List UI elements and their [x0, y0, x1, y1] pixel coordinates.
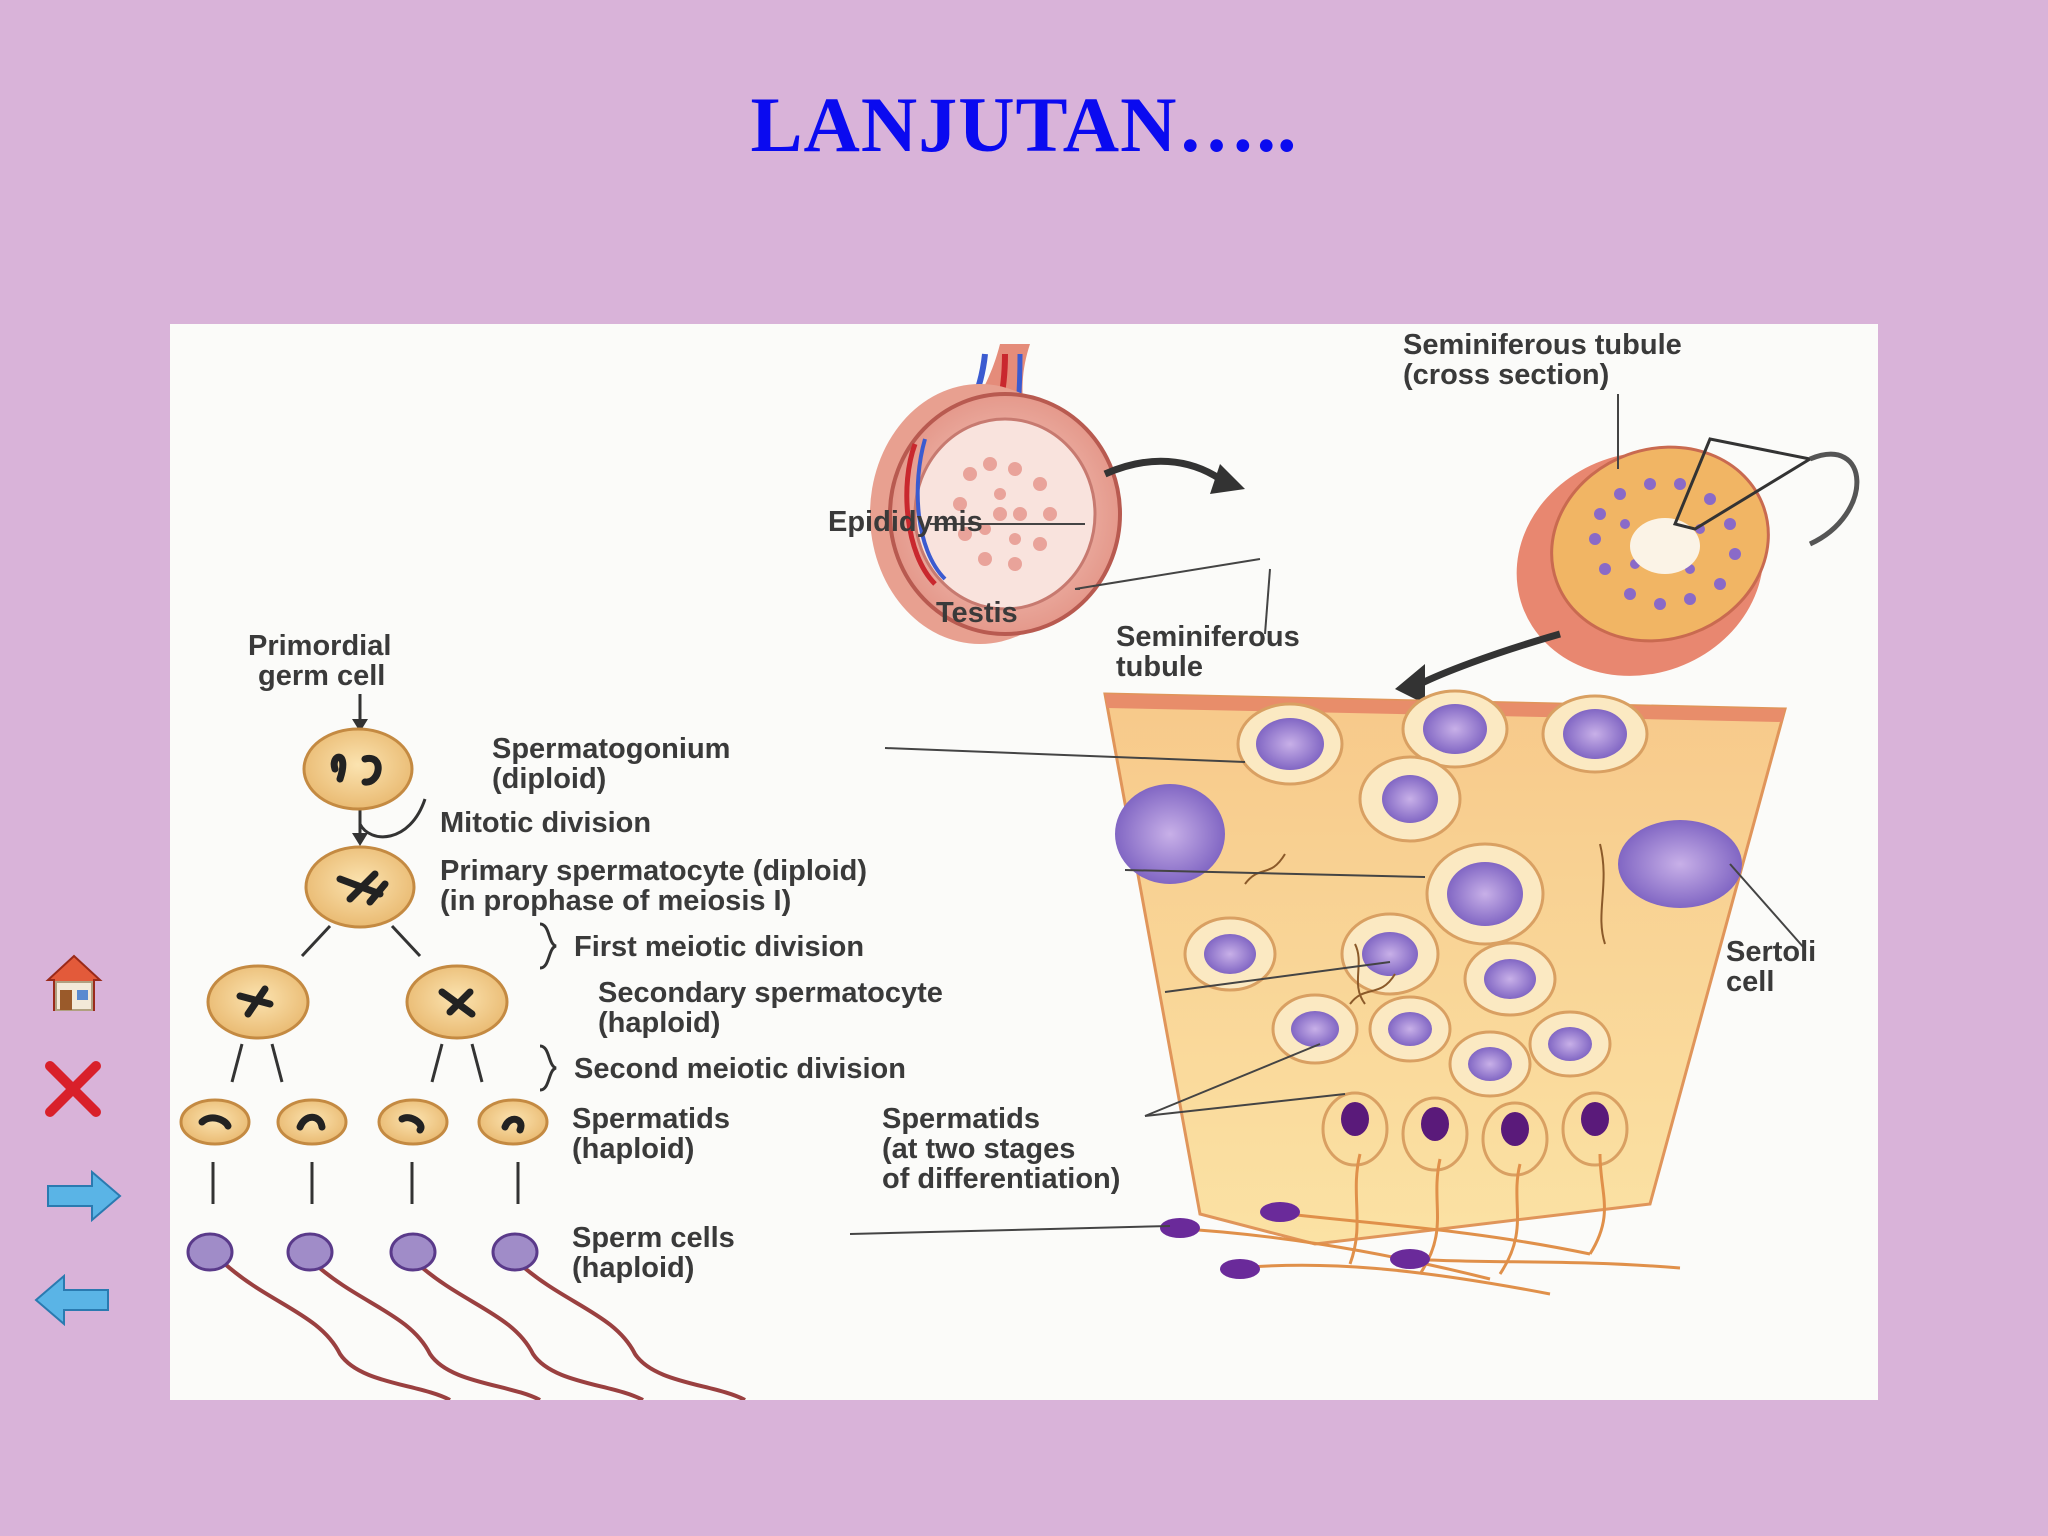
label-primary-spermatocyte: Primary spermatocyte (diploid)	[440, 855, 867, 887]
home-button[interactable]	[44, 952, 104, 1014]
label-cross-section: (cross section)	[1403, 359, 1609, 391]
close-button[interactable]	[42, 1058, 104, 1120]
diagram-labels: Seminiferous tubule (cross section) Epid…	[248, 329, 1816, 1284]
prev-button[interactable]	[34, 1273, 110, 1327]
close-icon	[45, 1061, 101, 1117]
label-seminiferous: Seminiferous	[1116, 621, 1300, 653]
arrow-left-icon	[34, 1273, 109, 1327]
next-button[interactable]	[46, 1169, 122, 1223]
label-secondary-haploid: (haploid)	[598, 1007, 720, 1039]
seminiferous-tissue-wedge	[1103, 689, 1787, 1296]
home-icon	[45, 954, 103, 1011]
slide-title: LANJUTAN…..	[750, 81, 1298, 168]
label-first-meiotic: First meiotic division	[574, 931, 864, 963]
tubule-cross-section	[1516, 437, 1860, 676]
label-seminiferous-cross: Seminiferous tubule	[1403, 329, 1682, 361]
spermatogenesis-diagram: Seminiferous tubule (cross section) Epid…	[170, 324, 1878, 1400]
label-testis: Testis	[936, 597, 1018, 629]
label-tubule: tubule	[1116, 651, 1203, 683]
label-spermatogonium: Spermatogonium	[492, 733, 730, 765]
label-spermatids-haploid: (haploid)	[572, 1133, 694, 1165]
label-mitotic-division: Mitotic division	[440, 807, 651, 839]
label-secondary-spermatocyte: Secondary spermatocyte	[598, 977, 943, 1009]
leader-lines	[849, 394, 1806, 1235]
label-second-meiotic: Second meiotic division	[574, 1053, 906, 1085]
label-spermatogonium-diploid: (diploid)	[492, 763, 606, 795]
label-sertoli-cell: cell	[1726, 966, 1774, 998]
label-sperm-haploid: (haploid)	[572, 1252, 694, 1284]
label-spermatids-stages: Spermatids	[882, 1103, 1040, 1135]
spermatogenesis-flowchart	[179, 694, 746, 1400]
label-prophase: (in prophase of meiosis I)	[440, 885, 791, 917]
label-germ-cell: germ cell	[258, 660, 385, 692]
testis-illustration	[870, 344, 1122, 644]
sperm-cells-left	[186, 1232, 746, 1400]
label-of-differentiation: of differentiation)	[882, 1163, 1120, 1195]
label-at-two-stages: (at two stages	[882, 1133, 1075, 1165]
label-sperm-cells: Sperm cells	[572, 1222, 735, 1254]
arrow-right-icon	[47, 1169, 122, 1223]
label-primordial: Primordial	[248, 630, 391, 662]
label-epididymis: Epididymis	[828, 506, 983, 538]
label-spermatids: Spermatids	[572, 1103, 730, 1135]
label-sertoli: Sertoli	[1726, 936, 1816, 968]
